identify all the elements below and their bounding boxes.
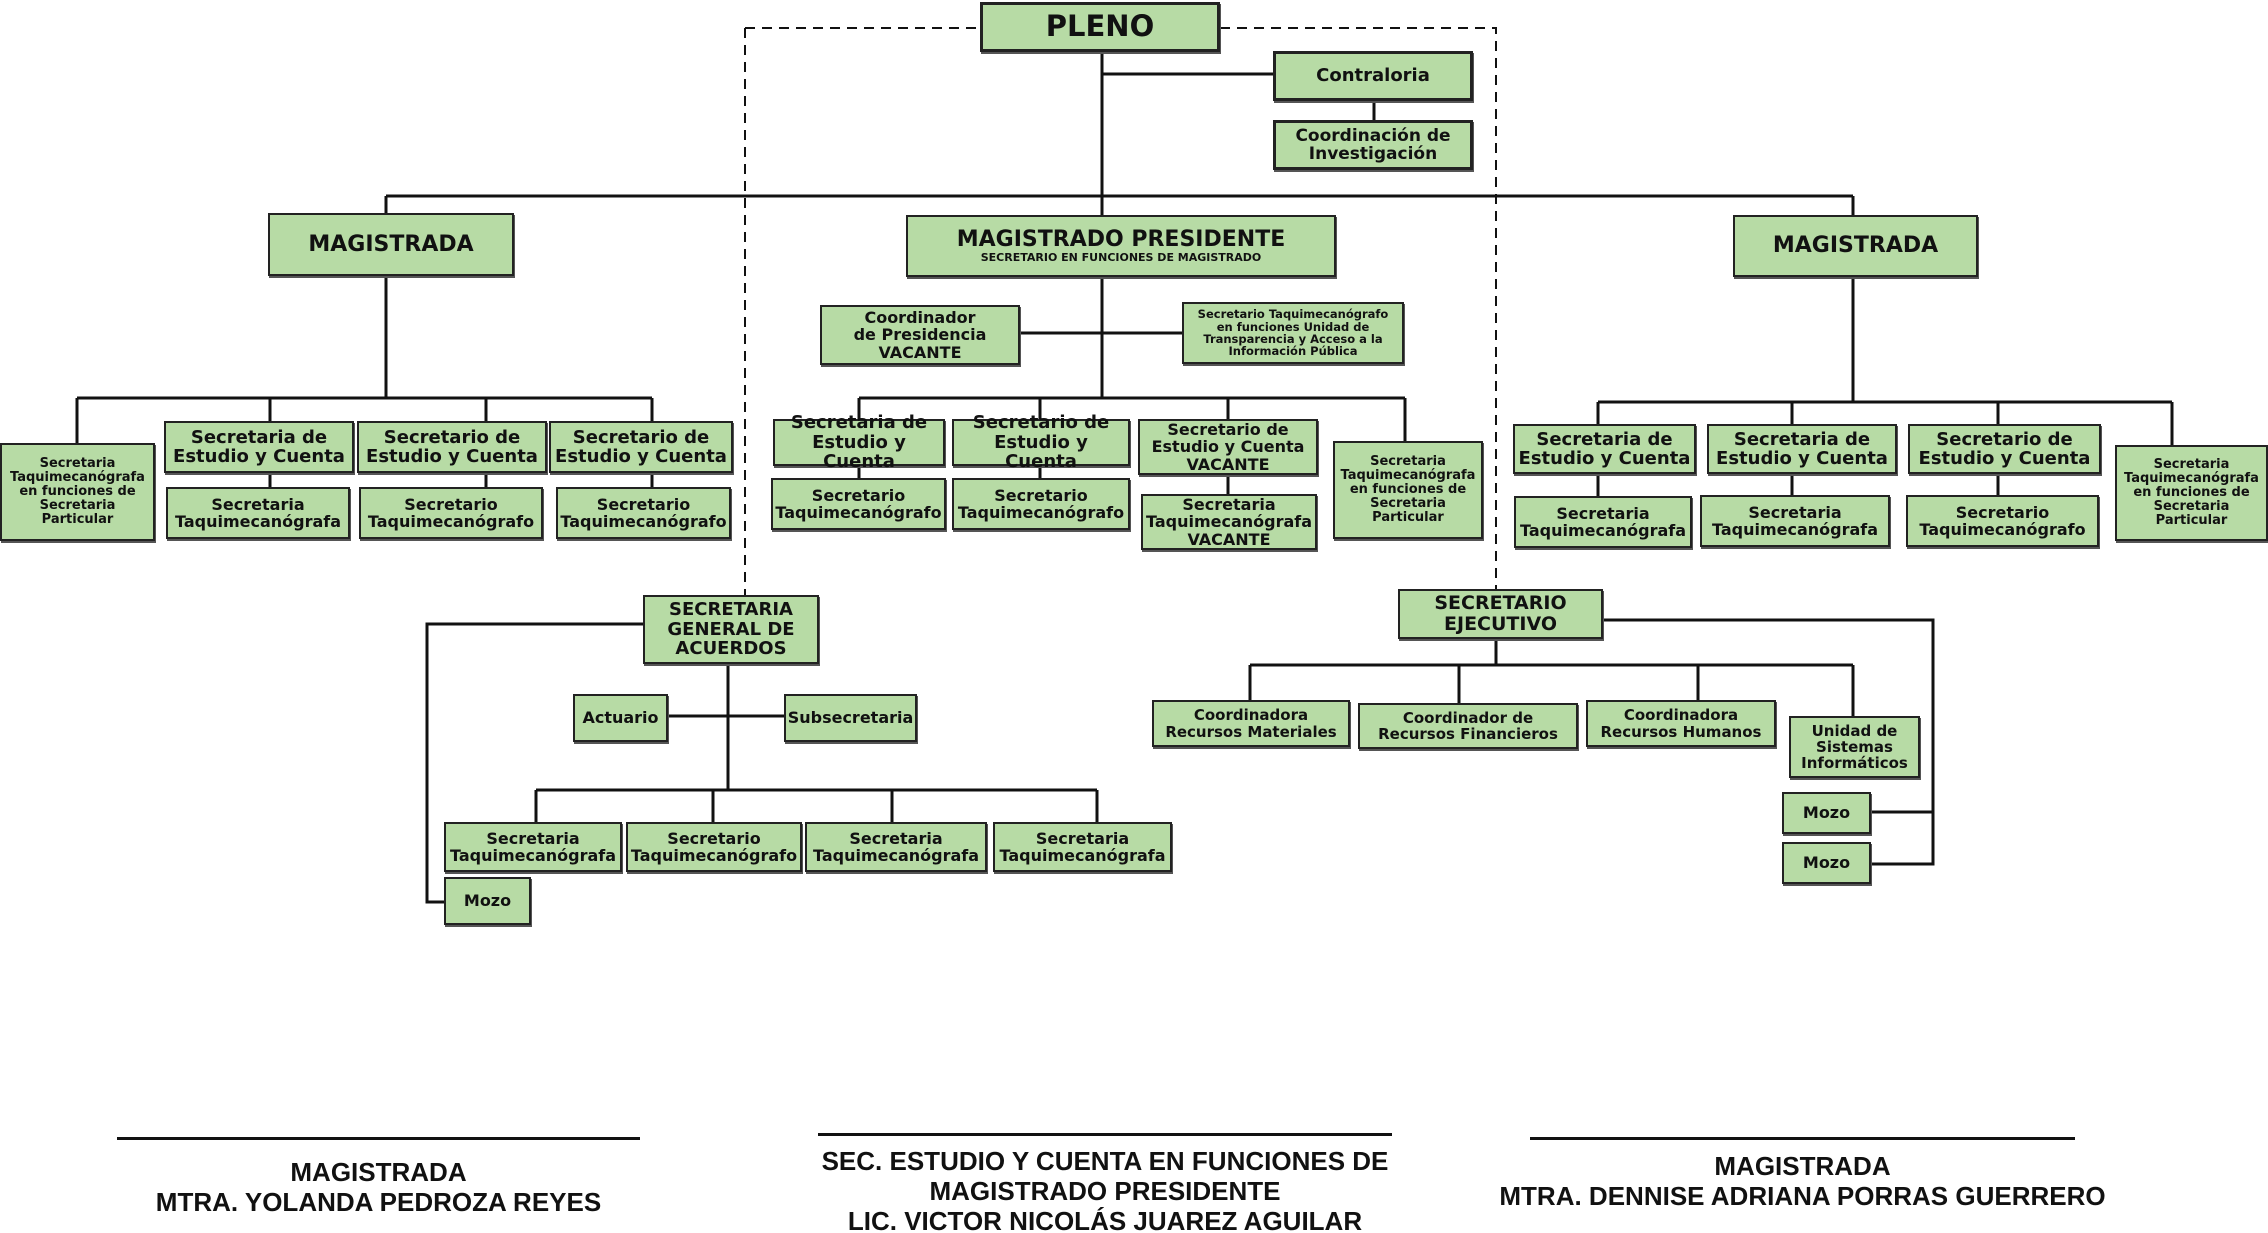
magistrada-left-box: MAGISTRADA (268, 213, 514, 276)
left-estudio-3-label: Secretario de Estudio y Cuenta (555, 426, 727, 467)
pleno-box: PLENO (980, 2, 1220, 52)
magistrado-presidente-sublabel: SECRETARIO EN FUNCIONES DE MAGISTRADO (980, 251, 1262, 265)
center-estudio-2-label: Secretario de Estudio y Cuenta (972, 412, 1110, 473)
left-estudio-2-box: Secretario de Estudio y Cuenta (357, 421, 547, 473)
left-taqui-2-box: Secretario Taquimecanógrafo (359, 487, 543, 539)
center-taqui-1-label: Secretario Taquimecanógrafo (775, 485, 942, 522)
magistrado-presidente-label: MAGISTRADO PRESIDENTE (956, 226, 1286, 252)
secretaria-general-box: SECRETARIA GENERAL DE ACUERDOS (643, 595, 819, 664)
actuario-box: Actuario (573, 694, 668, 742)
ejecutivo-mozo-1-label: Mozo (1802, 803, 1851, 823)
general-taqui-2-label: Secretario Taquimecanógrafo (630, 828, 798, 865)
coordinacion-investigacion-box: Coordinación de Investigación (1273, 120, 1473, 170)
left-taqui-2-label: Secretario Taquimecanógrafo (367, 494, 535, 531)
right-taqui-2-box: Secretaria Taquimecanógrafa (1700, 495, 1890, 547)
center-secretaria-particular-box: Secretaria Taquimecanógrafa en funciones… (1333, 441, 1483, 539)
pleno-label: PLENO (1045, 9, 1155, 44)
right-taqui-3-label: Secretario Taquimecanógrafo (1919, 502, 2086, 539)
sistemas-informaticos-label: Unidad de Sistemas Informáticos (1801, 721, 1908, 773)
general-taqui-4-box: Secretaria Taquimecanógrafa (993, 822, 1172, 872)
right-estudio-2-label: Secretaria de Estudio y Cuenta (1716, 428, 1888, 469)
right-estudio-3-box: Secretario de Estudio y Cuenta (1908, 424, 2101, 474)
left-estudio-1-box: Secretaria de Estudio y Cuenta (164, 421, 354, 473)
center-taqui-2-label: Secretario Taquimecanógrafo (957, 485, 1125, 522)
signature-center: SEC. ESTUDIO Y CUENTA EN FUNCIONES DE MA… (821, 1146, 1389, 1233)
center-estudio-1-box: Secretaria de Estudio y Cuenta (773, 413, 945, 471)
sistemas-informaticos-box: Unidad de Sistemas Informáticos (1789, 716, 1920, 778)
general-taqui-4-label: Secretaria Taquimecanógrafa (999, 828, 1166, 865)
right-taqui-3-box: Secretario Taquimecanógrafo (1906, 495, 2099, 547)
center-estudio-3-box: Secretario de Estudio y Cuenta VACANTE (1138, 419, 1318, 475)
recursos-financieros-box: Coordinador de Recursos Financieros (1358, 703, 1578, 749)
secretaria-general-label: SECRETARIA GENERAL DE ACUERDOS (667, 599, 795, 660)
general-taqui-1-box: Secretaria Taquimecanógrafa (444, 822, 622, 872)
signature-right: MAGISTRADA MTRA. DENNISE ADRIANA PORRAS … (1499, 1151, 2106, 1211)
recursos-humanos-box: Coordinadora Recursos Humanos (1586, 700, 1776, 747)
general-mozo-box: Mozo (444, 877, 531, 925)
center-estudio-3-label: Secretario de Estudio y Cuenta VACANTE (1151, 420, 1305, 474)
contraloria-box: Contraloria (1273, 51, 1473, 101)
ejecutivo-mozo-2-label: Mozo (1802, 853, 1851, 873)
ejecutivo-mozo-1-box: Mozo (1782, 792, 1871, 834)
left-taqui-1-label: Secretaria Taquimecanógrafa (174, 494, 342, 531)
general-taqui-3-box: Secretaria Taquimecanógrafa (805, 822, 987, 872)
ejecutivo-mozo-2-box: Mozo (1782, 842, 1871, 884)
general-mozo-label: Mozo (463, 891, 512, 911)
recursos-materiales-box: Coordinadora Recursos Materiales (1152, 700, 1350, 747)
center-estudio-2-box: Secretario de Estudio y Cuenta (952, 413, 1130, 471)
center-secretaria-particular-label: Secretaria Taquimecanógrafa en funciones… (1340, 453, 1476, 526)
signature-line-left (117, 1137, 640, 1140)
signature-line-right (1530, 1137, 2075, 1140)
center-taqui-3-box: Secretaria Taquimecanógrafa VACANTE (1141, 494, 1317, 550)
general-taqui-1-label: Secretaria Taquimecanógrafa (449, 828, 617, 865)
right-secretaria-particular-label: Secretaria Taquimecanógrafa en funciones… (2124, 456, 2259, 529)
actuario-label: Actuario (582, 708, 659, 728)
left-secretaria-particular-box: Secretaria Taquimecanógrafa en funciones… (0, 443, 155, 541)
signature-line-center (818, 1133, 1392, 1136)
left-estudio-2-label: Secretario de Estudio y Cuenta (366, 426, 538, 467)
magistrada-right-label: MAGISTRADA (1772, 233, 1939, 259)
right-estudio-2-box: Secretaria de Estudio y Cuenta (1707, 424, 1897, 474)
subsecretaria-label: Subsecretaria (787, 708, 914, 728)
right-estudio-3-label: Secretario de Estudio y Cuenta (1918, 428, 2091, 469)
right-taqui-1-label: Secretaria Taquimecanógrafa (1519, 503, 1687, 540)
right-estudio-1-box: Secretaria de Estudio y Cuenta (1513, 424, 1696, 474)
magistrada-right-box: MAGISTRADA (1733, 215, 1978, 277)
secretario-ejecutivo-box: SECRETARIO EJECUTIVO (1398, 589, 1603, 639)
recursos-humanos-label: Coordinadora Recursos Humanos (1600, 706, 1762, 741)
transparencia-label: Secretario Taquimecanógrafo en funciones… (1197, 307, 1389, 359)
right-taqui-2-label: Secretaria Taquimecanógrafa (1711, 502, 1879, 539)
left-estudio-3-box: Secretario de Estudio y Cuenta (549, 421, 733, 473)
recursos-financieros-label: Coordinador de Recursos Financieros (1378, 708, 1558, 743)
general-taqui-2-box: Secretario Taquimecanógrafo (626, 822, 802, 872)
left-taqui-3-box: Secretario Taquimecanógrafo (556, 487, 731, 539)
center-estudio-1-label: Secretaria de Estudio y Cuenta (790, 412, 928, 473)
left-estudio-1-label: Secretaria de Estudio y Cuenta (173, 426, 345, 467)
secretario-ejecutivo-label: SECRETARIO EJECUTIVO (1434, 592, 1567, 635)
contraloria-label: Contraloria (1316, 65, 1430, 87)
left-secretaria-particular-label: Secretaria Taquimecanógrafa en funciones… (10, 455, 145, 528)
recursos-materiales-label: Coordinadora Recursos Materiales (1165, 706, 1337, 741)
magistrado-presidente-box: MAGISTRADO PRESIDENTE SECRETARIO EN FUNC… (906, 215, 1336, 277)
center-taqui-3-label: Secretaria Taquimecanógrafa VACANTE (1145, 495, 1313, 549)
signature-left: MAGISTRADA MTRA. YOLANDA PEDROZA REYES (155, 1157, 602, 1217)
coordinacion-investigacion-label: Coordinación de Investigación (1295, 125, 1451, 164)
center-taqui-1-box: Secretario Taquimecanógrafo (771, 478, 946, 530)
coordinador-presidencia-box: Coordinador de Presidencia VACANTE (820, 305, 1020, 365)
left-taqui-1-box: Secretaria Taquimecanógrafa (166, 487, 350, 539)
coordinador-presidencia-label: Coordinador de Presidencia VACANTE (853, 308, 987, 362)
magistrada-left-label: MAGISTRADA (308, 231, 474, 257)
right-taqui-1-box: Secretaria Taquimecanógrafa (1514, 496, 1692, 548)
general-taqui-3-label: Secretaria Taquimecanógrafa (812, 828, 980, 865)
left-taqui-3-label: Secretario Taquimecanógrafo (560, 494, 727, 531)
transparencia-box: Secretario Taquimecanógrafo en funciones… (1182, 302, 1404, 364)
center-taqui-2-box: Secretario Taquimecanógrafo (952, 478, 1130, 530)
right-secretaria-particular-box: Secretaria Taquimecanógrafa en funciones… (2115, 445, 2268, 541)
subsecretaria-box: Subsecretaria (784, 694, 917, 742)
right-estudio-1-label: Secretaria de Estudio y Cuenta (1518, 428, 1691, 469)
